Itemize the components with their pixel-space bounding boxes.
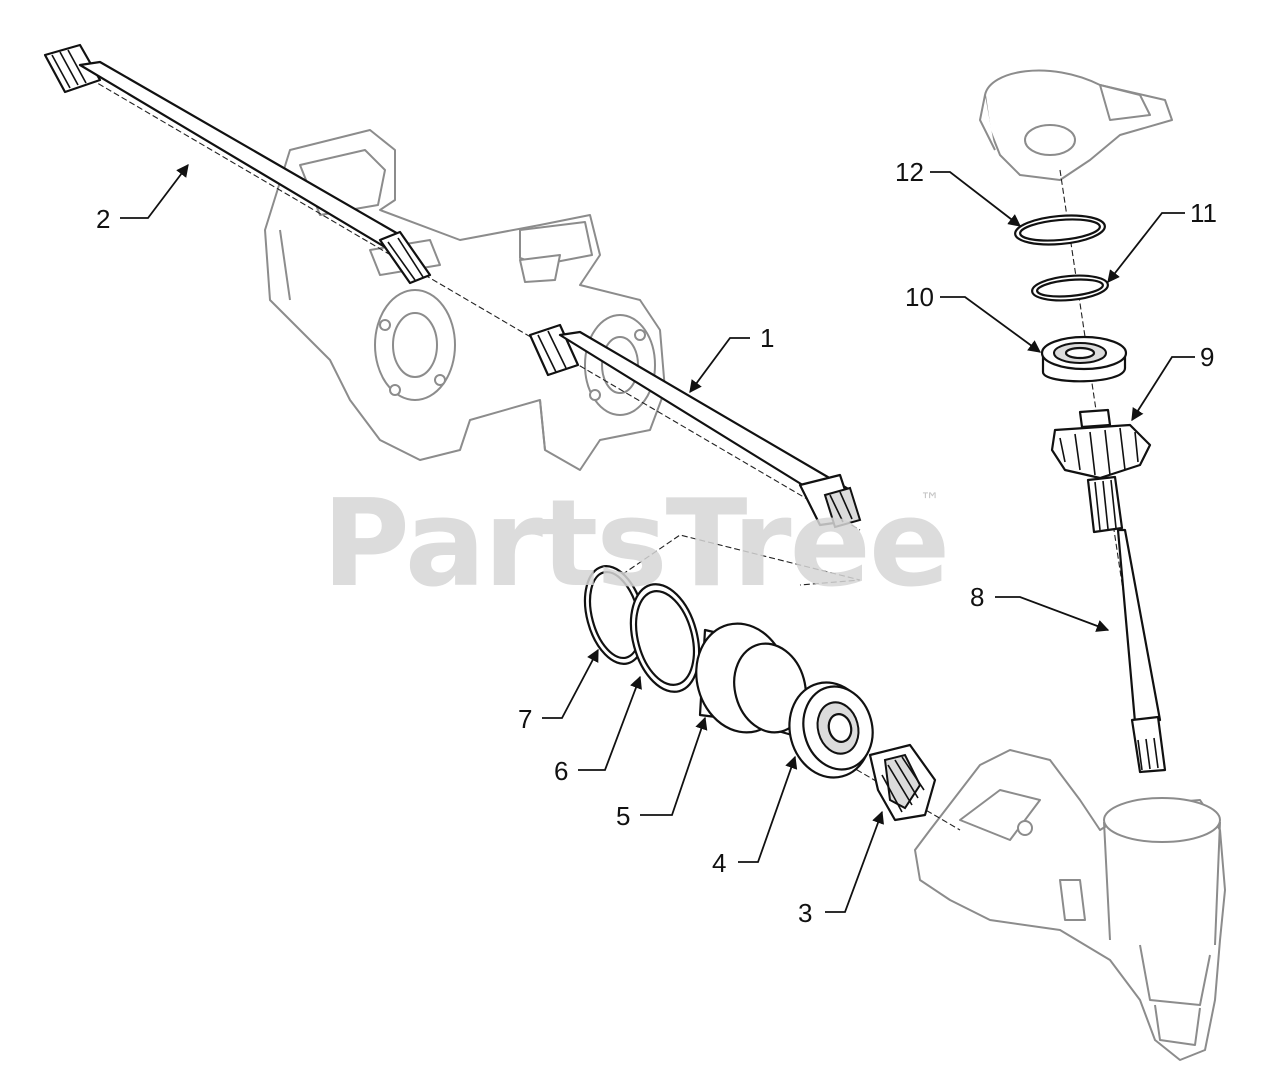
callout-leaders bbox=[120, 163, 1195, 913]
part-7-retaining-ring[interactable] bbox=[575, 559, 655, 670]
callout-1: 1 bbox=[760, 323, 774, 353]
callout-8: 8 bbox=[970, 582, 984, 612]
callout-5: 5 bbox=[616, 801, 630, 831]
bearing-stack-axis bbox=[584, 534, 861, 601]
transmission-housing-ghost bbox=[264, 129, 666, 471]
callout-4: 4 bbox=[712, 848, 726, 878]
lower-housing-ghost bbox=[914, 749, 1226, 1061]
part-8-vertical-shaft[interactable] bbox=[1086, 475, 1167, 774]
watermark-trademark: ™ bbox=[920, 488, 940, 512]
callout-10: 10 bbox=[905, 282, 934, 312]
part-10-bearing[interactable] bbox=[1040, 335, 1128, 383]
part-9-bevel-gear[interactable] bbox=[1050, 408, 1152, 480]
callout-11: 11 bbox=[1190, 198, 1217, 228]
partstree-watermark: PartsTree ™ bbox=[322, 475, 950, 614]
part-6-washer[interactable] bbox=[620, 577, 710, 700]
callout-3: 3 bbox=[798, 898, 812, 928]
part-12-snap-ring[interactable] bbox=[1014, 212, 1106, 248]
callout-labels: 1 2 3 4 5 6 7 8 9 10 11 12 bbox=[96, 157, 1217, 928]
callout-9: 9 bbox=[1200, 342, 1214, 372]
part-3-bevel-gear[interactable] bbox=[868, 743, 937, 822]
long-shaft-axis bbox=[74, 69, 861, 531]
part-1-axle-shaft[interactable] bbox=[528, 323, 862, 529]
callout-12: 12 bbox=[895, 157, 924, 187]
part-4-ball-bearing[interactable] bbox=[779, 673, 882, 786]
watermark-brand: PartsTree bbox=[322, 475, 948, 614]
part-2-long-shaft[interactable] bbox=[43, 43, 432, 285]
part-11-ring[interactable] bbox=[1031, 273, 1109, 304]
callout-2: 2 bbox=[96, 204, 110, 234]
callout-6: 6 bbox=[554, 756, 568, 786]
part-5-sleeve[interactable] bbox=[684, 613, 815, 743]
upper-mount-ghost bbox=[979, 69, 1173, 181]
callout-7: 7 bbox=[518, 704, 532, 734]
